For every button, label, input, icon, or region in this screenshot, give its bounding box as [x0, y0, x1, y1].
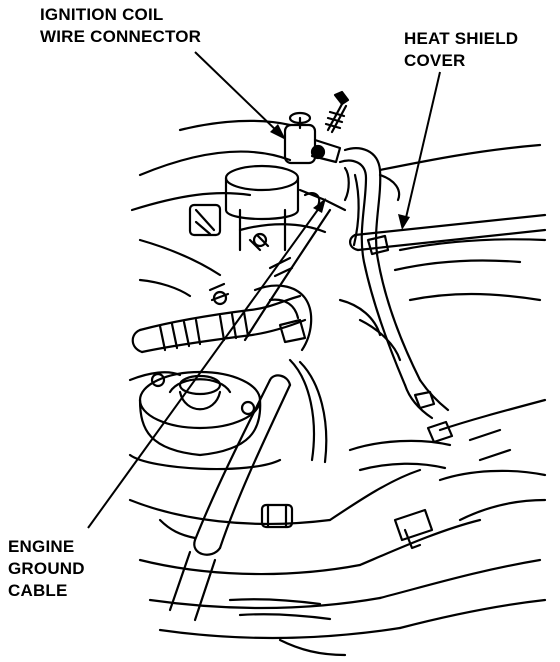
- wiring-harness: [338, 147, 547, 444]
- lower-connectors: [228, 503, 434, 621]
- coil-housing: [188, 164, 347, 252]
- frame-rails: [128, 439, 547, 657]
- master-cylinder: [253, 284, 328, 464]
- arrowhead-ground: [313, 198, 326, 213]
- detail-strokes: [158, 256, 512, 540]
- label-line: HEAT SHIELD: [404, 29, 519, 48]
- heat-shield-cover-label: HEAT SHIELD COVER: [404, 28, 518, 72]
- label-line: ENGINE: [8, 537, 75, 556]
- fender-contours: [128, 119, 547, 382]
- engine-ground-cable: [168, 208, 332, 622]
- label-line: CABLE: [8, 581, 68, 600]
- leader-arrowheads: [270, 124, 410, 230]
- arrowhead-heat-shield: [398, 214, 410, 230]
- leader-lines: [87, 51, 441, 529]
- label-line: IGNITION COIL: [40, 5, 164, 24]
- label-line: GROUND: [8, 559, 85, 578]
- engine-ground-cable-label: ENGINE GROUND CABLE: [8, 536, 85, 602]
- mounting-bolt: [324, 90, 350, 134]
- label-line: COVER: [404, 51, 466, 70]
- arrowhead-ignition: [270, 124, 286, 140]
- label-line: WIRE CONNECTOR: [40, 27, 202, 46]
- heat-shield-cover: [349, 213, 547, 252]
- ignition-coil-wire-connector-label: IGNITION COIL WIRE CONNECTOR: [40, 4, 201, 48]
- ignition-coil-connector: [283, 111, 342, 165]
